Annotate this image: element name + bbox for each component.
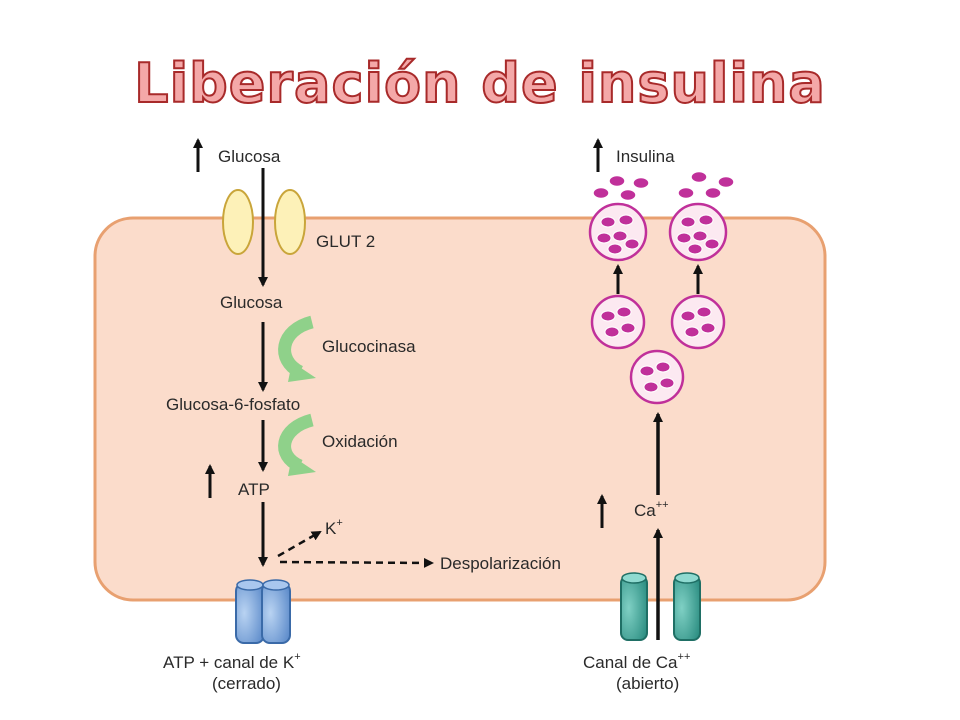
label-k: K+ bbox=[325, 517, 343, 538]
label-g6p: Glucosa-6-fosfato bbox=[166, 395, 300, 414]
insulin-vesicle bbox=[588, 202, 648, 262]
label-glucocinasa: Glucocinasa bbox=[322, 337, 416, 356]
depolarization-dashed-arrow bbox=[279, 557, 434, 568]
k-efflux-dashed-arrow bbox=[277, 530, 322, 558]
label-k-sup: + bbox=[336, 517, 342, 529]
glucocinasa-curved-arrow bbox=[278, 315, 316, 382]
page-title: Liberación de insulina bbox=[133, 51, 826, 116]
glut2-transporter-right bbox=[274, 189, 306, 255]
glut2-transporter-left bbox=[222, 189, 254, 255]
label-glucosa: Glucosa bbox=[220, 293, 283, 312]
katp-channel bbox=[235, 579, 291, 644]
label-ca: Ca++ bbox=[634, 499, 669, 520]
ca-channel bbox=[620, 572, 701, 641]
oxidacion-curved-arrow bbox=[278, 413, 316, 476]
label-atp: ATP bbox=[238, 480, 270, 499]
label-insulina: Insulina bbox=[616, 147, 675, 166]
label-ca-sup: ++ bbox=[656, 499, 669, 511]
insulin-vesicle bbox=[629, 349, 685, 405]
label-glut2: GLUT 2 bbox=[316, 232, 375, 251]
label-katp-sup: + bbox=[294, 651, 300, 663]
label-k-text: K bbox=[325, 519, 337, 538]
label-ca-text: Ca bbox=[634, 501, 656, 520]
label-cach-line1: Canal de Ca++ bbox=[583, 651, 690, 672]
label-katp-line1: ATP + canal de K+ bbox=[163, 651, 301, 672]
label-cach-line2: (abierto) bbox=[616, 674, 679, 693]
label-katp-text: ATP + canal de K bbox=[163, 653, 295, 672]
label-cach-text: Canal de Ca bbox=[583, 653, 678, 672]
insulin-vesicle bbox=[590, 294, 646, 350]
label-oxidacion: Oxidación bbox=[322, 432, 398, 451]
label-despolarizacion: Despolarización bbox=[440, 554, 561, 573]
released-insulin-granules bbox=[592, 170, 735, 202]
label-glucosa-top: Glucosa bbox=[218, 147, 281, 166]
label-cach-sup: ++ bbox=[678, 651, 691, 663]
label-katp-line2: (cerrado) bbox=[212, 674, 281, 693]
insulin-vesicle bbox=[670, 294, 726, 350]
insulin-vesicle bbox=[668, 202, 728, 262]
